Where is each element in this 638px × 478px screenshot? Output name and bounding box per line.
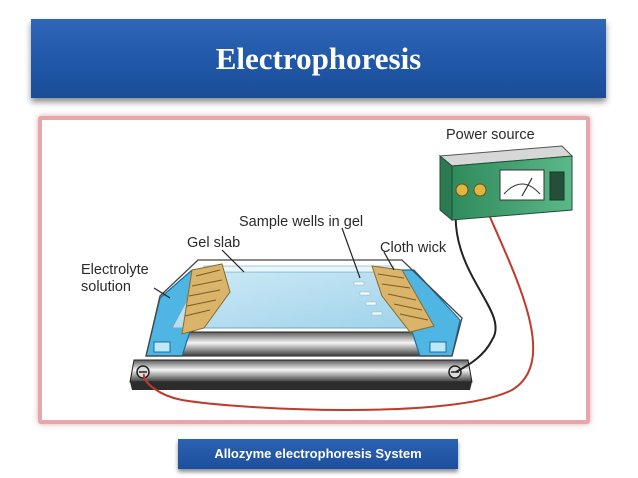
power-knob-2 (473, 183, 487, 197)
sample-wells (353, 281, 383, 316)
caption-bar: Allozyme electrophoresis System (178, 439, 458, 469)
electrolyte-pointer (153, 287, 171, 299)
gel-top-edge (201, 265, 395, 273)
right-cloth-wick (371, 265, 435, 333)
caption-text: Allozyme electrophoresis System (214, 446, 422, 461)
middle-plate (173, 331, 429, 357)
red-wire (142, 193, 535, 411)
sample-wells-pointer (341, 227, 361, 279)
label-power-source: Power source (446, 127, 535, 143)
base-plate-front (130, 382, 472, 390)
power-source-box (439, 154, 453, 222)
label-electrolyte: Electrolyte (81, 262, 149, 278)
title-bar: Electrophoresis (31, 19, 606, 98)
label-sample-wells: Sample wells in gel (239, 214, 364, 230)
left-electrode (153, 341, 171, 353)
gel-slab-pointer (221, 249, 245, 273)
slide-title: Electrophoresis (215, 41, 422, 76)
left-cloth-wick (181, 263, 231, 335)
power-knob-1 (455, 183, 469, 197)
electrophoresis-diagram (129, 145, 574, 411)
right-electrode (429, 341, 447, 353)
tank-outline (145, 259, 463, 357)
label-gel-slab: Gel slab (187, 235, 241, 251)
black-wire (454, 193, 497, 373)
label-solution: solution (81, 279, 131, 295)
cloth-wick-pointer (383, 251, 395, 271)
label-cloth-wick: Cloth wick (380, 240, 447, 256)
base-plate (129, 359, 473, 383)
